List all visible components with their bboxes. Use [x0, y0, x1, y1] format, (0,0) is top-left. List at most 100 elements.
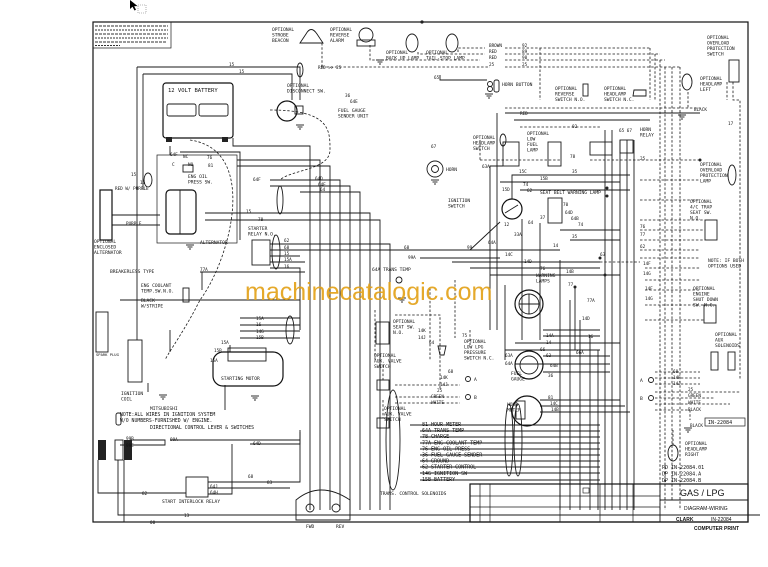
spark-plug-label: SPARK PLUG	[96, 352, 120, 357]
wire-number-label: 75	[462, 333, 468, 339]
battery-cable	[269, 109, 331, 181]
wire-number-label: 76	[540, 266, 546, 272]
horn-label: HORN	[446, 167, 457, 173]
directional-note: DIRECTIONAL CONTROL LEVER & SWITCHES	[150, 425, 254, 431]
wire	[123, 460, 300, 523]
coolant-sw-label: ENG COOLANT	[141, 283, 172, 289]
mouse-cursor-icon	[130, 0, 147, 14]
ground-icon	[296, 124, 304, 130]
wire-number-label: 99B	[126, 436, 134, 442]
connector-b-right-icon	[648, 395, 654, 401]
ignition-switch-icon	[501, 198, 523, 220]
wire-number-label: 15B	[214, 348, 222, 354]
reverse-alarm-icon	[358, 27, 374, 43]
fuel-gauge-label: FUEL	[511, 371, 522, 377]
wire-number-label: RED W/ PURPLE	[115, 186, 149, 192]
wire-number-label: 15	[140, 180, 146, 186]
horn-relay-label: HORN	[640, 127, 651, 133]
seat-belt-lamp-label: SEAT BELT WARNING LAMP	[540, 190, 601, 196]
reverse-switch-label: OPTIONAL	[555, 86, 577, 92]
ground-icon	[678, 114, 686, 120]
wire	[97, 460, 186, 494]
strobe-beacon-label: BEACON	[272, 38, 289, 44]
aux-valve-1-label: SWITCH	[374, 364, 391, 370]
wire-number-label: 14G	[645, 296, 653, 302]
tail-stop-lamp-label: OPTIONAL	[426, 50, 448, 56]
wire	[232, 138, 311, 510]
wire-number-label: 99	[467, 245, 473, 251]
headlamp-switch-icon	[502, 141, 520, 167]
wire	[395, 314, 441, 390]
wire	[205, 219, 381, 510]
conn-b-right-label: B	[640, 396, 643, 402]
rev-label: REV	[336, 524, 345, 530]
hour-meter-label: HOUR	[507, 402, 518, 408]
start-interlock-label: START INTERLOCK RELAY	[162, 499, 220, 505]
wire-number-label: GREEN	[688, 393, 701, 399]
wire-number-label: 64	[320, 187, 326, 193]
both-options-note: NOTE: IF BOTH	[708, 258, 744, 264]
wire-number-label: 14F	[645, 286, 653, 292]
wire-loom	[385, 389, 401, 491]
headlamp-switch-label: SWITCH	[473, 146, 490, 152]
junction-dot	[605, 186, 609, 190]
alternator-icon	[165, 189, 197, 235]
wire	[469, 221, 501, 251]
wire-number-label: 62	[527, 188, 533, 194]
wire-number-label: RED	[489, 49, 497, 55]
overload-lamp-label: LAMP	[700, 179, 711, 185]
wire	[270, 185, 351, 510]
engine-shutdown-label: SHUT DOWN	[693, 297, 718, 303]
trap-seat-sw-label: 4/C TRAP	[690, 205, 712, 211]
trap-seat-sw-label: OPTIONAL	[690, 199, 712, 205]
wire-number-label: 14B	[551, 407, 559, 413]
headlamp-switch-nc-icon	[632, 89, 647, 97]
wire	[732, 82, 741, 380]
headlamp-right-label: OPTIONAL	[685, 441, 707, 447]
ground-icon	[376, 59, 384, 65]
wire-number-label: 64E	[350, 99, 358, 105]
back-up-lamp-label: BACK UP LAMP	[386, 56, 419, 62]
wire-number-label: 15B	[540, 176, 548, 182]
alternator-label: ALTERNATOR	[200, 240, 228, 246]
wire-number-label: 12	[504, 222, 510, 228]
wire-number-label: 99A	[408, 255, 416, 261]
wire-number-label: 14F	[673, 375, 681, 381]
reverse-alarm-label: REVERSE	[330, 33, 350, 39]
wire-number-label: 64E	[318, 182, 326, 188]
wire-number-label: 64B	[571, 216, 579, 222]
seat-sw-label: N.O.	[393, 330, 404, 336]
wire-number-label: 63A	[482, 164, 490, 170]
wire-number-label: 14K	[440, 375, 448, 381]
wire-number-label: 35	[572, 234, 578, 240]
wire-number-label: 15A	[256, 316, 264, 322]
aux-solenoids-label: SOLENOIDS	[715, 343, 740, 349]
wire-legend-item: 14G IGNITION SW	[422, 471, 468, 477]
wire-loom	[504, 403, 514, 477]
hour-meter-icon	[511, 395, 543, 427]
fuel-sender-label: FUEL GAUGE	[338, 108, 366, 114]
wire-number-label: 64A	[505, 361, 513, 367]
wire-number-label: 89	[522, 49, 528, 55]
wire-legend-item: 62 STARTER CONTROL	[422, 465, 476, 471]
proprietary-note-text	[95, 25, 168, 47]
wire-legend-item: 36 FUEL GAUGE SENDER	[422, 453, 483, 459]
starter-relay-label: RELAY N.O.	[248, 232, 276, 238]
low-lpg-label: SWITCH N.C.	[464, 356, 494, 362]
coolant-switch-icon	[182, 287, 190, 303]
wire-number-label: 62	[284, 238, 290, 244]
headlamp-switch-nc-label: SWITCH N.C.	[604, 97, 634, 103]
wire-number-label: 25	[489, 62, 495, 68]
projection-symbol-icon	[582, 487, 590, 494]
ground-icon	[431, 179, 439, 185]
wire-number-label: 64F	[253, 177, 261, 183]
wire-number-label: 74	[523, 182, 529, 188]
wire-number-label: 65	[434, 75, 440, 81]
wire-number-label: NO	[188, 162, 194, 168]
ignition-note: W/O NUMBERS-FURNISHED W/ ENGINE.	[120, 418, 212, 424]
wire-number-label: 25	[522, 62, 528, 68]
ignition-coil-icon	[127, 339, 143, 383]
wire	[270, 179, 341, 510]
reverse-alarm-label: OPTIONAL	[330, 27, 352, 33]
wire-number-label: 68	[448, 369, 454, 375]
